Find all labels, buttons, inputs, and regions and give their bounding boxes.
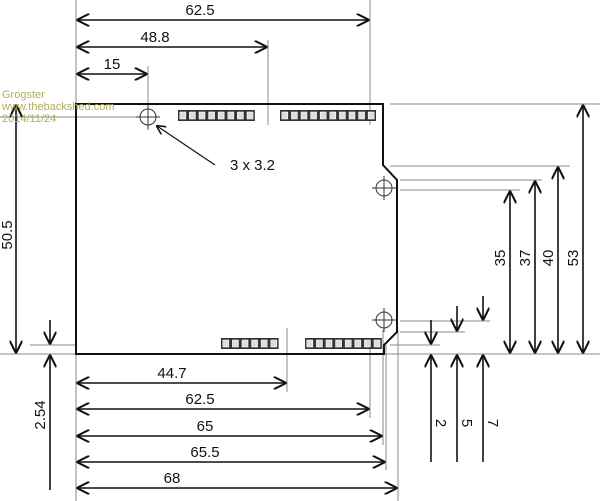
dim-right-35: 35 — [492, 250, 509, 267]
dim-left-50-5: 50.5 — [0, 220, 16, 249]
pin — [316, 339, 323, 348]
pin — [227, 111, 235, 120]
dim-right-40: 40 — [540, 250, 557, 267]
pin — [270, 339, 278, 348]
pin — [367, 111, 375, 120]
pin — [354, 339, 362, 348]
pin — [310, 111, 317, 120]
pin — [364, 339, 371, 348]
dim-small-5: 5 — [458, 419, 475, 427]
pin — [198, 111, 206, 120]
dim-top-15: 15 — [104, 56, 121, 73]
pin — [237, 111, 244, 120]
pin — [217, 111, 225, 120]
hole-label: 3 x 3.2 — [230, 157, 275, 174]
pin-header — [305, 338, 382, 349]
pin — [241, 339, 249, 348]
dim-bottom-65: 65 — [197, 418, 214, 435]
dim-bottom-65-5: 65.5 — [190, 444, 219, 461]
pin — [208, 111, 215, 120]
dim-small-2: 2 — [432, 419, 449, 427]
pin — [232, 339, 239, 348]
pin — [373, 339, 381, 348]
watermark-site: www.thebackshed.com — [1, 101, 115, 113]
pin-header — [280, 110, 376, 121]
pin — [335, 339, 342, 348]
dim-left-2-54: 2.54 — [32, 400, 49, 429]
pin-header — [221, 338, 279, 349]
pin — [325, 339, 333, 348]
board-outline — [75, 103, 398, 355]
dim-bottom-44-7: 44.7 — [157, 365, 186, 382]
pin — [358, 111, 365, 120]
watermark-date: 2014/11/24 — [2, 113, 56, 125]
mounting-holes — [136, 105, 396, 332]
pin — [246, 111, 254, 120]
watermark-author: Grogster — [2, 89, 45, 101]
dim-bottom-62-5: 62.5 — [185, 391, 214, 408]
pin — [260, 339, 268, 348]
pin — [300, 111, 308, 120]
pin — [344, 339, 352, 348]
pin-headers — [178, 110, 382, 349]
dim-bottom-68: 68 — [164, 470, 181, 487]
pin — [179, 111, 187, 120]
pin — [339, 111, 346, 120]
pin — [348, 111, 356, 120]
pin — [189, 111, 196, 120]
dim-small-7: 7 — [484, 419, 501, 427]
pin — [329, 111, 337, 120]
pin — [251, 339, 258, 348]
dim-right-53: 53 — [565, 250, 582, 267]
dim-top-62-5: 62.5 — [185, 2, 214, 19]
pin — [222, 339, 230, 348]
pin-header — [178, 110, 255, 121]
pin — [291, 111, 298, 120]
pin — [319, 111, 327, 120]
pin — [281, 111, 289, 120]
pin — [306, 339, 314, 348]
dim-top-48-8: 48.8 — [140, 29, 169, 46]
dim-right-37: 37 — [517, 250, 534, 267]
